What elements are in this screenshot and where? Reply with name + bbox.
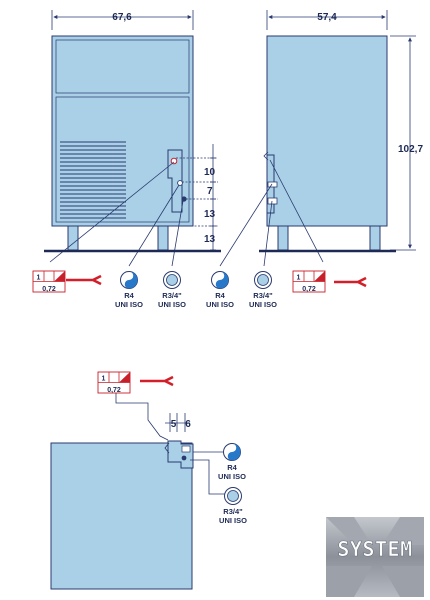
top-power-leader-line — [115, 393, 169, 441]
water-inlet-point — [177, 180, 183, 186]
side-drain-fitting — [267, 197, 278, 205]
drain-size-label: R4 — [215, 291, 225, 300]
top-water-fitting — [181, 445, 191, 453]
front-leg-right — [157, 225, 169, 251]
power-leader-line — [49, 161, 175, 263]
side-depth-label: 57,4 — [317, 12, 337, 23]
side-power-cable — [263, 151, 269, 161]
logo-facet — [382, 566, 424, 597]
phase-label: 1 — [102, 376, 106, 383]
side-water-fitting — [267, 181, 278, 188]
water-standard-label: UNI ISO — [249, 300, 277, 309]
top-drain-fitting — [181, 455, 187, 461]
side-drain-leader-line — [219, 183, 273, 267]
side-water-connection: R3/4" UNI ISO — [249, 271, 277, 309]
phase-label: 1 — [37, 275, 41, 282]
power-inlet-point — [170, 157, 178, 165]
side-view: 57,4 102,7 — [219, 10, 423, 267]
water-size-label: R3/4" — [223, 507, 243, 516]
front-water-connection: R3/4" UNI ISO — [158, 271, 186, 309]
drain-standard-label: UNI ISO — [115, 300, 143, 309]
power-cable-icon — [334, 276, 367, 288]
front-vertical-offsets — [176, 144, 218, 251]
power-cable-icon — [66, 274, 102, 286]
front-view: 67,6 — [49, 10, 218, 267]
offset-13-label: 13 — [204, 209, 216, 220]
top-view: 1 0,72 5 6 R4 UNI ISO R3/4" UNI ISO — [50, 371, 247, 590]
power-label: 0,72 — [107, 387, 121, 394]
drain-outlet-point — [181, 196, 187, 202]
water-standard-label: UNI ISO — [158, 300, 186, 309]
side-cabinet — [266, 35, 388, 227]
power-label: 0,72 — [302, 286, 316, 293]
front-top-panel — [55, 39, 190, 94]
phase-label: 1 — [297, 275, 301, 282]
top-water-connection: R3/4" UNI ISO — [219, 487, 247, 525]
power-cable-icon — [140, 375, 174, 387]
top-power-cable — [164, 442, 170, 454]
water-size-label: R3/4" — [162, 291, 182, 300]
height-label: 102,7 — [398, 144, 423, 155]
side-leg-left — [277, 225, 289, 251]
top-water-leader-line — [190, 459, 226, 495]
water-leader-line — [171, 200, 184, 267]
top-drain-connection: R4 UNI ISO — [218, 443, 246, 481]
drain-standard-label: UNI ISO — [206, 300, 234, 309]
side-electrical-spec: 1 0,72 — [292, 270, 367, 293]
drain-icon — [120, 271, 138, 289]
front-drain-connection: R4 UNI ISO — [115, 271, 143, 309]
drain-size-label: R4 — [124, 291, 134, 300]
water-size-label: R3/4" — [253, 291, 273, 300]
top-electrical-spec: 1 0,72 — [97, 371, 174, 394]
drain-size-label: R4 — [227, 463, 237, 472]
top-cabinet — [50, 442, 193, 590]
front-width-label: 67,6 — [112, 12, 132, 23]
power-label: 0,72 — [42, 286, 56, 293]
top-offset-6-label: 6 — [185, 419, 191, 430]
logo-text: SYSTEM — [337, 537, 412, 561]
side-drain-connection: R4 UNI ISO — [206, 271, 234, 309]
water-inlet-icon — [224, 487, 242, 505]
offset-7-label: 7 — [207, 186, 213, 197]
drain-icon — [211, 271, 229, 289]
front-electrical-spec: 1 0,72 — [32, 270, 102, 293]
side-water-leader-line — [263, 200, 273, 267]
offset-feet-label: 13 — [204, 234, 216, 245]
drain-icon — [223, 443, 241, 461]
offset-10-label: 10 — [204, 167, 216, 178]
logo-facet — [382, 517, 424, 545]
drain-standard-label: UNI ISO — [218, 472, 246, 481]
system-logo: SYSTEM — [326, 517, 424, 597]
water-standard-label: UNI ISO — [219, 516, 247, 525]
logo-facet — [326, 566, 372, 597]
top-offset-5-label: 5 — [171, 419, 177, 430]
drain-leader-line — [128, 184, 180, 267]
side-power-leader-line — [269, 159, 324, 263]
front-lower-panel — [55, 96, 190, 223]
water-inlet-icon — [254, 271, 272, 289]
logo-facet — [326, 517, 372, 545]
front-connection-plate — [167, 149, 183, 213]
ventilation-grille — [60, 141, 126, 219]
water-inlet-icon — [163, 271, 181, 289]
side-leg-right — [369, 225, 381, 251]
